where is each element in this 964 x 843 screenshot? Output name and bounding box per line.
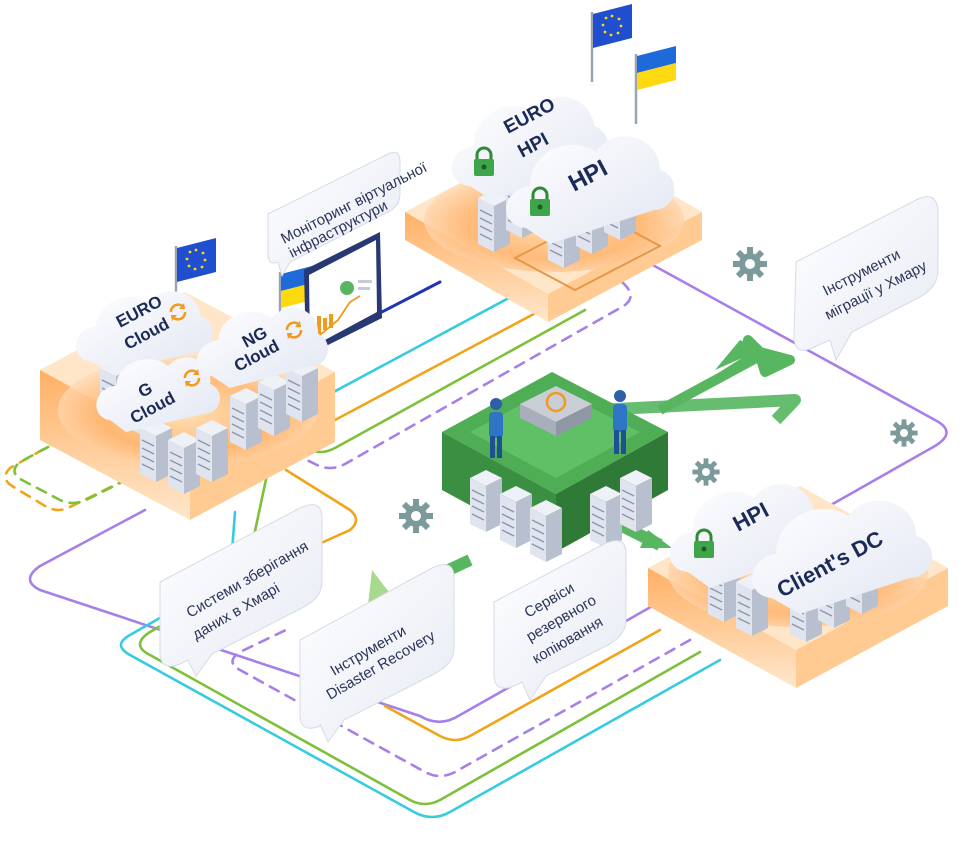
ukraine-flag — [634, 44, 678, 126]
bubble-storage: Системи зберігання даних в Хмарі — [159, 504, 323, 677]
gear-icon — [692, 458, 720, 486]
gear-icon — [890, 419, 918, 447]
cloud-euro-cloud: EURO Cloud — [75, 291, 213, 372]
bubble-backup: Сервіси резервного копіювання — [493, 540, 627, 702]
connector-purple-outer — [28, 256, 948, 724]
connector-purple-hpi-dashed — [288, 280, 632, 470]
gear-icon — [399, 499, 433, 533]
cloud-g-cloud: G Cloud — [96, 357, 221, 432]
central-hub — [368, 335, 801, 608]
connector-green-outer — [138, 468, 702, 806]
connector-cyan-hpi — [298, 290, 522, 412]
engineer-right — [613, 390, 627, 454]
bubble-migration: Інструменти міграції у Хмару — [793, 196, 939, 362]
engineer-left — [489, 398, 503, 458]
connector-orange-storage — [284, 468, 358, 550]
connector-orange-lower — [383, 628, 662, 742]
cloud-ng-cloud: NG Cloud — [196, 307, 329, 388]
connector-orange-hpi — [318, 298, 562, 430]
connector-orange-left — [4, 438, 127, 512]
eu-flag — [590, 2, 634, 84]
cloud-hpi-top: HPI — [506, 136, 675, 244]
gear-icon — [733, 247, 767, 281]
connector-cyan-outer — [119, 510, 722, 819]
connector-green-left — [13, 428, 132, 505]
cloud-hpi-client: HPI — [669, 483, 827, 588]
cloud-clients-dc: Client's DC — [752, 500, 932, 614]
monitor-chart — [304, 232, 382, 356]
connector-lines — [4, 256, 948, 819]
